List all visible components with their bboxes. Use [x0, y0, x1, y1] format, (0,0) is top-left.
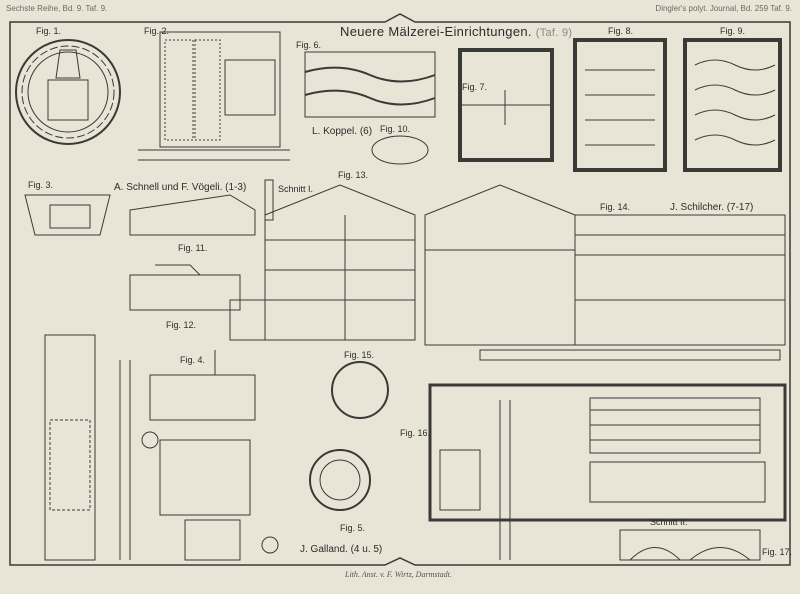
fig16-drawing	[428, 383, 787, 560]
fig3-drawing	[24, 194, 111, 236]
fig13-drawing	[229, 179, 416, 341]
fig6-label: Fig. 6.	[296, 40, 322, 50]
fig15-label: Fig. 15.	[344, 350, 375, 360]
header-right: Dingler's polyt. Journal, Bd. 259 Taf. 9…	[655, 4, 792, 13]
title-sub: (Taf. 9)	[535, 27, 573, 39]
fig13-label: Fig. 13.	[338, 170, 369, 180]
fig5-label: Fig. 5.	[340, 523, 366, 533]
plate-border	[9, 13, 791, 566]
fig8-drawing	[573, 38, 667, 172]
title-main: Neuere Mälzerei-Einrichtungen.	[340, 24, 532, 39]
fig3-label: Fig. 3.	[28, 180, 54, 190]
fig2-label: Fig. 2.	[144, 26, 170, 36]
fig10-label: Fig. 10.	[380, 124, 411, 134]
schnitt2-label: Schnitt II.	[650, 517, 688, 527]
fig9-label: Fig. 9.	[720, 26, 746, 36]
author-schilcher: J. Schilcher. (7-17)	[670, 202, 754, 213]
fig7-label: Fig. 7.	[462, 82, 488, 92]
fig4-label: Fig. 4.	[180, 355, 206, 365]
lithographer-imprint: Lith. Anst. v. F. Wirtz, Darmstadt.	[345, 570, 452, 579]
fig14-label: Fig. 14.	[600, 202, 631, 212]
fig9-drawing	[683, 38, 782, 172]
fig17-label: Fig. 17.	[762, 547, 793, 557]
fig1-label: Fig. 1.	[36, 26, 62, 36]
fig6-drawing	[304, 51, 436, 118]
schnitt1-label: Schnitt I.	[278, 184, 314, 194]
fig15-drawing	[331, 361, 389, 419]
header-left: Sechste Reihe, Bd. 9. Taf. 9.	[6, 4, 108, 13]
fig12-drawing	[129, 264, 241, 311]
fig16-label: Fig. 16.	[400, 428, 431, 438]
author-schnell: A. Schnell und F. Vögeli. (1-3)	[114, 182, 247, 193]
fig5-drawing	[309, 449, 371, 511]
fig4-drawing	[44, 334, 279, 561]
fig12-label: Fig. 12.	[166, 320, 197, 330]
fig17-drawing	[619, 529, 761, 561]
fig1-drawing	[15, 39, 121, 145]
fig11-drawing	[129, 194, 256, 236]
page-title: Neuere Mälzerei-Einrichtungen. (Taf. 9)	[340, 24, 572, 39]
fig2-drawing	[138, 31, 290, 161]
fig14-drawing	[424, 184, 786, 361]
fig7-drawing	[458, 48, 554, 162]
fig11-label: Fig. 11.	[178, 243, 208, 253]
fig10-drawing	[371, 135, 429, 165]
fig8-label: Fig. 8.	[608, 26, 634, 36]
author-koppel: L. Koppel. (6)	[312, 126, 373, 137]
author-galland: J. Galland. (4 u. 5)	[300, 544, 383, 555]
